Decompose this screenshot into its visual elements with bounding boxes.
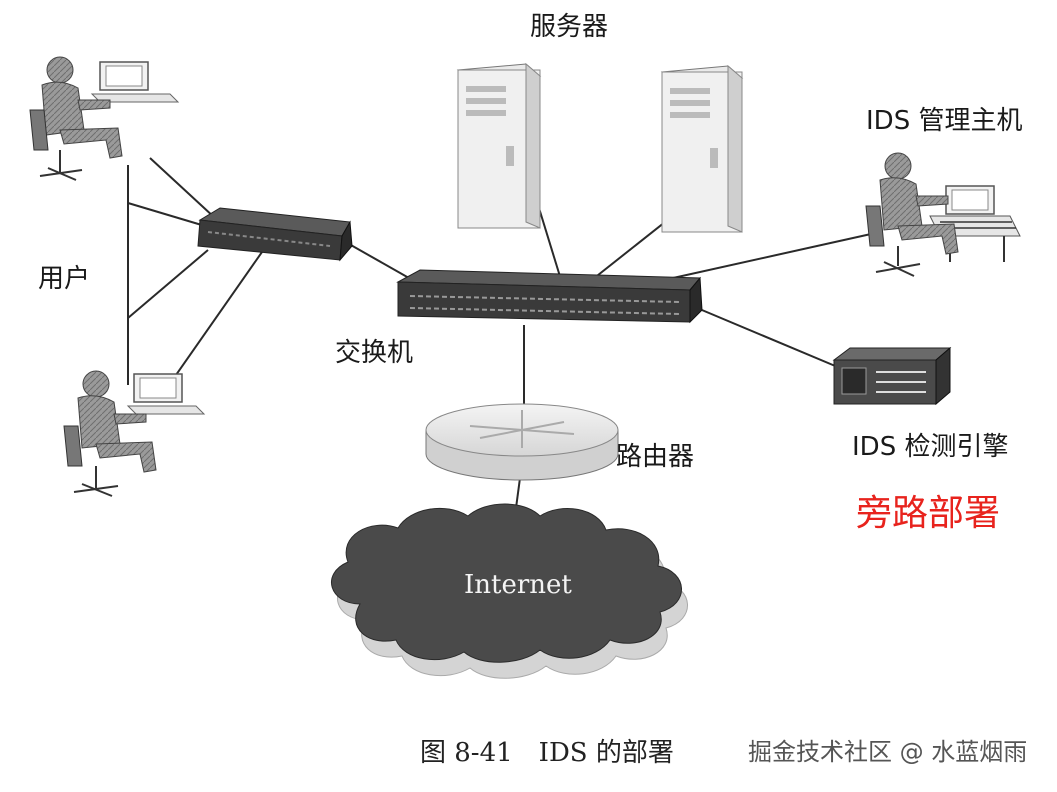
link-bus-hub-top (127, 202, 206, 227)
link-switch-idsmgr (654, 231, 881, 283)
bypass-deploy-label: 旁路部署 (856, 493, 1001, 534)
router-device (425, 403, 619, 481)
users-label: 用户 (38, 264, 91, 294)
switch-label: 交换机 (335, 338, 414, 368)
link-hub-switch (341, 239, 417, 283)
link-user2-hub (161, 251, 263, 396)
hub-device (197, 207, 353, 262)
figure-caption: 图 8-41 IDS 的部署 (420, 738, 674, 768)
internet-cloud (330, 503, 688, 679)
internet-label: Internet (464, 570, 572, 600)
main-switch-device (396, 269, 703, 324)
link-switch-idsengine (689, 304, 841, 369)
watermark-text: 掘金技术社区 @ 水蓝烟雨 (748, 738, 1028, 766)
router-label: 路由器 (616, 442, 695, 472)
ids-engine-label: IDS 检测引擎 (852, 432, 1009, 462)
servers-label: 服务器 (530, 12, 609, 42)
server-right (660, 64, 744, 233)
ids-engine-device (832, 346, 952, 406)
link-user1-hub (149, 157, 216, 219)
link-bus-hub-bottom (127, 249, 209, 319)
ids-manager-label: IDS 管理主机 (866, 106, 1023, 136)
user-workstation-top (29, 56, 180, 181)
ids-manager-workstation (865, 152, 1021, 277)
server-left (456, 62, 542, 229)
connection-lines (127, 157, 881, 539)
user-workstation-bottom (63, 370, 206, 497)
